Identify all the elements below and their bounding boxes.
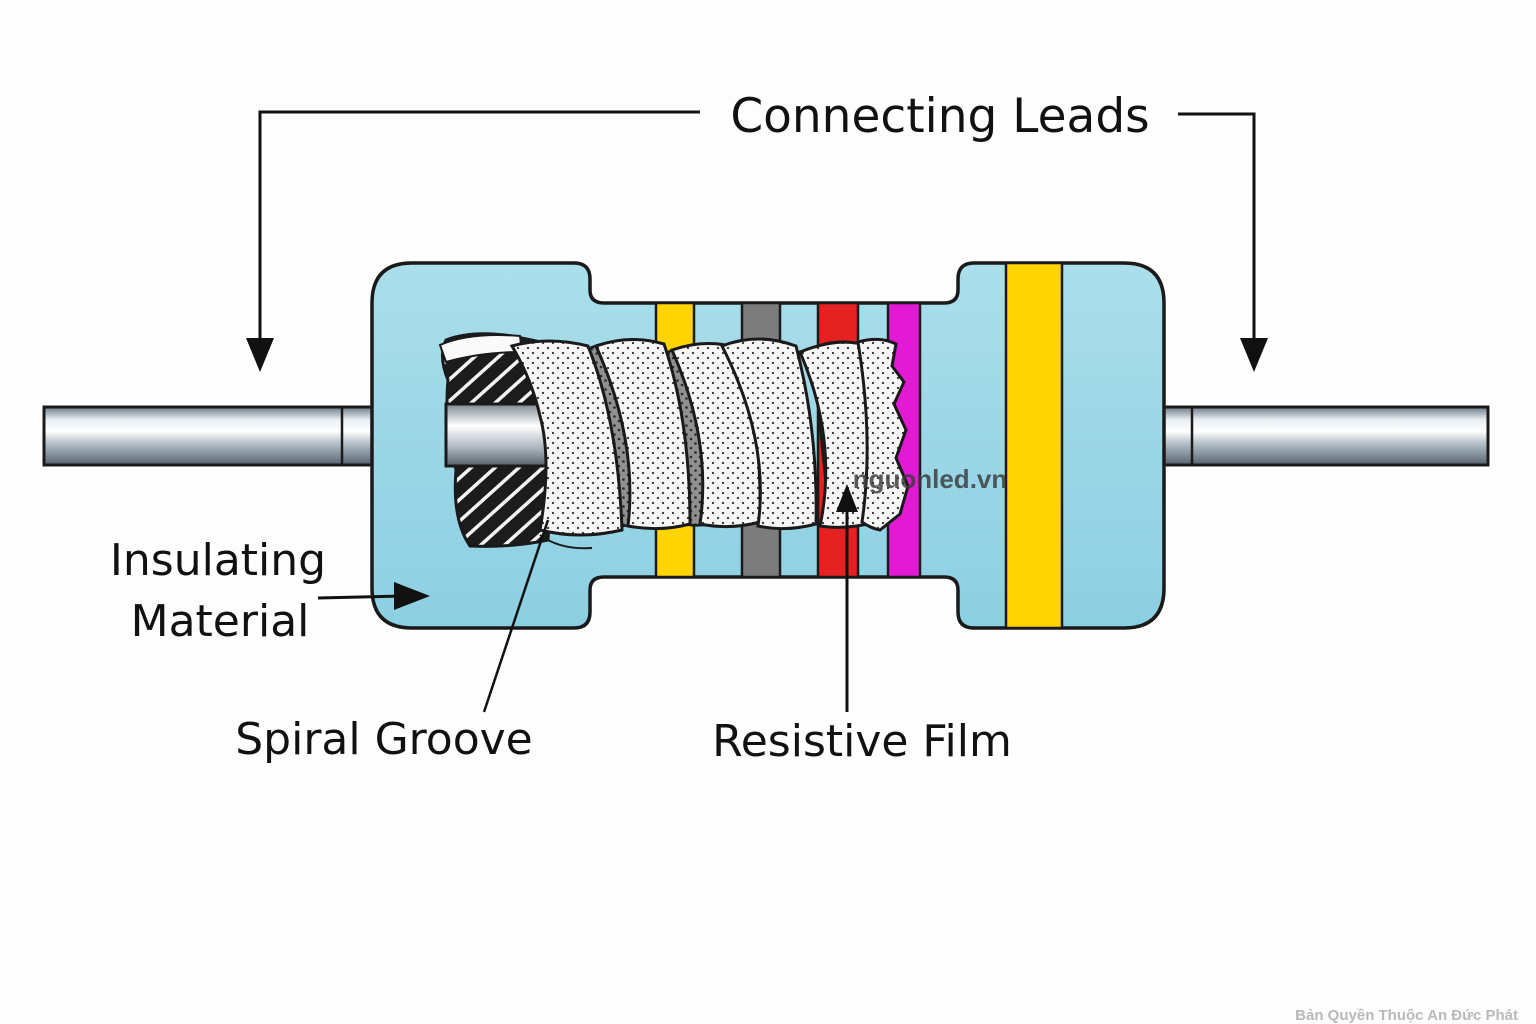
spiral-groove-label: Spiral Groove — [235, 714, 533, 765]
connecting-leads-label: Connecting Leads — [730, 89, 1149, 144]
insulating-material-callout: Insulating Material — [110, 535, 430, 647]
copyright-text: Bản Quyền Thuộc An Đức Phát — [1295, 1007, 1518, 1024]
watermark-text: nguonled.vn — [853, 464, 1008, 494]
film-turn-4 — [719, 337, 818, 531]
left-lead — [42, 405, 376, 467]
resistive-film-label: Resistive Film — [712, 716, 1012, 767]
film-turn-1 — [509, 339, 624, 537]
cutaway-core — [438, 332, 910, 550]
film-turn-2 — [593, 337, 692, 531]
resistive-film-callout: Resistive Film — [712, 484, 1012, 767]
inner-rod — [444, 402, 552, 468]
band-yellow-tolerance — [1004, 261, 1064, 630]
film-torn-edge — [856, 337, 910, 532]
right-lead — [1158, 405, 1490, 467]
spiral-groove-callout: Spiral Groove — [235, 519, 550, 765]
connecting-leads-callout: Connecting Leads — [246, 89, 1268, 372]
insulating-label-line2: Material — [131, 596, 310, 647]
insulating-label-line1: Insulating — [110, 535, 326, 586]
